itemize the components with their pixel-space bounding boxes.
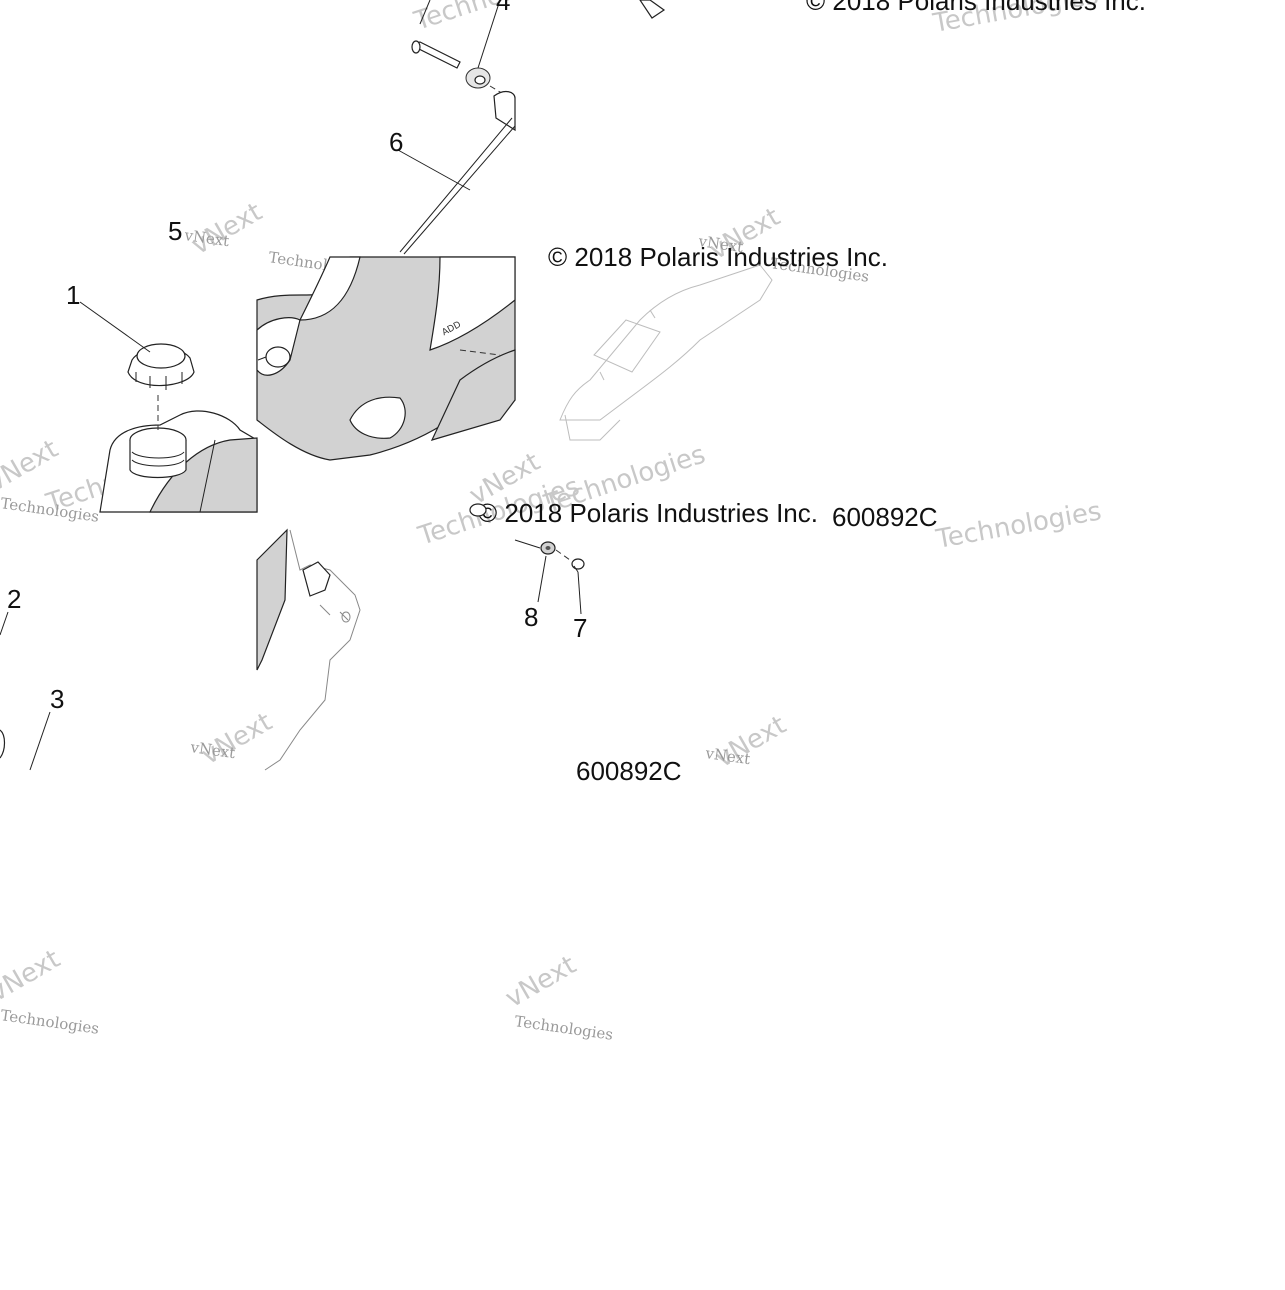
watermark-vnext: vNext <box>0 944 65 1008</box>
callout-3: 3 <box>50 684 64 714</box>
filler-neck-body <box>129 440 187 479</box>
tank-inlet <box>265 346 291 368</box>
assembly-dash <box>489 85 511 99</box>
neck-thread <box>131 451 185 459</box>
bolt-head <box>411 40 421 54</box>
tank-edge <box>493 90 516 132</box>
leader-line-8 <box>537 555 547 603</box>
assembly-dash <box>459 349 501 356</box>
leader-line-top <box>419 0 431 25</box>
callout-1: 1 <box>66 280 80 310</box>
tank-highlight <box>299 256 361 321</box>
drawing-number: 600892C <box>832 502 938 532</box>
panel-detail <box>599 371 605 381</box>
panel-edge <box>564 414 621 441</box>
leader-line-4 <box>477 0 501 69</box>
fitting-part <box>469 503 487 517</box>
bracket-shadow <box>256 528 288 671</box>
leader-line-2 <box>0 611 9 636</box>
leader-line-6 <box>397 149 471 191</box>
panel-outline <box>559 264 773 421</box>
callout-8: 8 <box>524 602 538 632</box>
outline-panel <box>559 264 773 441</box>
fitting-part <box>639 0 666 19</box>
reservoir-tank-shadow <box>149 437 258 513</box>
reservoir-cap-top <box>136 343 186 369</box>
copyright-notice: © 2018 Polaris Industries Inc. <box>478 498 818 528</box>
cap-grip <box>135 372 183 390</box>
screw-part <box>571 558 585 570</box>
watermark-technologies-serif: Technologies <box>513 1012 614 1044</box>
tank-seam <box>199 439 216 513</box>
tank-recess <box>349 396 406 439</box>
bolt-part <box>413 41 461 69</box>
panel-cutout <box>593 319 661 373</box>
bracket-hole <box>341 611 351 623</box>
fasteners <box>469 503 585 615</box>
watermark-vnext: vNext <box>197 707 278 771</box>
copyright-notice: © 2018 Polaris Industries Inc. <box>806 0 1146 16</box>
callouts: 1 2 3 4 5 6 7 8 <box>7 0 587 714</box>
callout-6: 6 <box>389 127 403 157</box>
side-panel <box>430 349 516 441</box>
watermark-technologies: Technologies <box>933 496 1104 555</box>
bracket-mount <box>302 561 331 597</box>
inlet-line <box>257 356 267 361</box>
main-tank: ADD <box>256 256 516 461</box>
top-left-tile <box>397 0 666 255</box>
document-text: © 2018 Polaris Industries Inc. © 2018 Po… <box>478 0 1146 786</box>
callout-4: 4 <box>496 0 510 16</box>
bracket-outline <box>264 529 361 771</box>
callout-2: 2 <box>7 584 21 614</box>
bracket-panel <box>0 528 361 771</box>
tank-highlight <box>429 256 516 351</box>
drawing-number: 600892C <box>576 756 682 786</box>
callout-5: 5 <box>168 216 182 246</box>
bracket-detail <box>319 604 349 621</box>
watermark-technologies-serif: Technologies <box>0 1006 100 1038</box>
washer-hole <box>545 546 551 550</box>
watermark-vnext: vNext <box>501 950 582 1014</box>
reservoir-assembly <box>79 301 258 513</box>
panel-detail <box>649 309 656 319</box>
part-edge <box>0 729 6 759</box>
leader-line-7 <box>577 571 582 615</box>
assembly-line <box>514 539 541 549</box>
dipstick-rod <box>399 117 513 253</box>
leader-line-1 <box>79 301 151 353</box>
dipstick-rod <box>403 125 516 255</box>
screw-shank <box>573 565 579 573</box>
callout-7: 7 <box>573 613 587 643</box>
neck-thread <box>131 459 185 467</box>
assembly-dash <box>555 549 571 561</box>
grommet-hole <box>474 75 486 85</box>
copyright-notice: © 2018 Polaris Industries Inc. <box>548 242 888 272</box>
leader-line-3 <box>29 711 51 771</box>
